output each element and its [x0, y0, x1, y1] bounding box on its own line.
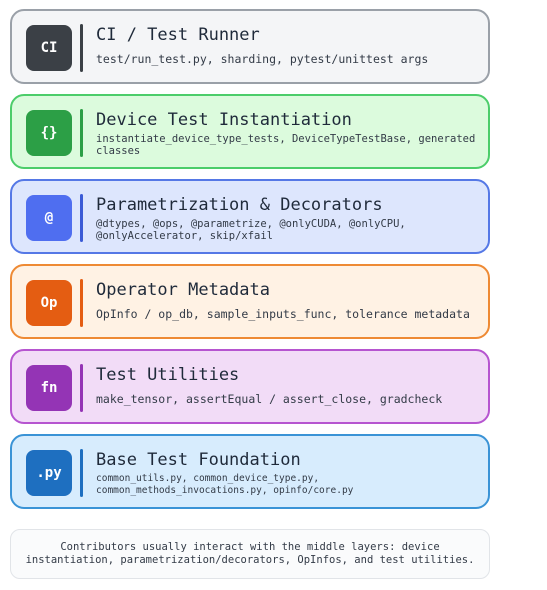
contributor-note: Contributors usually interact with the m…	[10, 529, 490, 579]
layer-description: OpInfo / op_db, sample_inputs_func, tole…	[96, 307, 470, 321]
layer-operator-metadata: Op Operator Metadata OpInfo / op_db, sam…	[10, 264, 490, 339]
layer-title: Test Utilities	[96, 365, 240, 385]
layer-title: Parametrization & Decorators	[96, 195, 383, 215]
layer-ci-test-runner: CI CI / Test Runner test/run_test.py, sh…	[10, 9, 490, 84]
layer-description: instantiate_device_type_tests, DeviceTyp…	[96, 133, 476, 157]
layer-description: test/run_test.py, sharding, pytest/unitt…	[96, 52, 429, 66]
layer-description: make_tensor, assertEqual / assert_close,…	[96, 392, 443, 406]
layer-stack: CI CI / Test Runner test/run_test.py, sh…	[10, 9, 490, 519]
ci-badge-icon: CI	[26, 25, 72, 71]
layer-accent-bar	[80, 364, 83, 412]
layer-accent-bar	[80, 109, 83, 157]
layer-parametrization-decorators: @ Parametrization & Decorators @dtypes, …	[10, 179, 490, 254]
braces-badge-icon: {}	[26, 110, 72, 156]
at-sign-badge-icon: @	[26, 195, 72, 241]
op-badge-icon: Op	[26, 280, 72, 326]
layer-accent-bar	[80, 449, 83, 497]
layer-accent-bar	[80, 194, 83, 242]
layer-title: Operator Metadata	[96, 280, 270, 300]
fn-badge-icon: fn	[26, 365, 72, 411]
layer-device-test-instantiation: {} Device Test Instantiation instantiate…	[10, 94, 490, 169]
layer-accent-bar	[80, 24, 83, 72]
layer-test-utilities: fn Test Utilities make_tensor, assertEqu…	[10, 349, 490, 424]
layer-title: CI / Test Runner	[96, 25, 260, 45]
layer-title: Base Test Foundation	[96, 450, 301, 470]
layer-accent-bar	[80, 279, 83, 327]
layer-base-test-foundation: .py Base Test Foundation common_utils.py…	[10, 434, 490, 509]
layer-description: @dtypes, @ops, @parametrize, @onlyCUDA, …	[96, 218, 406, 242]
py-file-badge-icon: .py	[26, 450, 72, 496]
layer-description: common_utils.py, common_device_type.py, …	[96, 473, 354, 496]
layer-title: Device Test Instantiation	[96, 110, 352, 130]
